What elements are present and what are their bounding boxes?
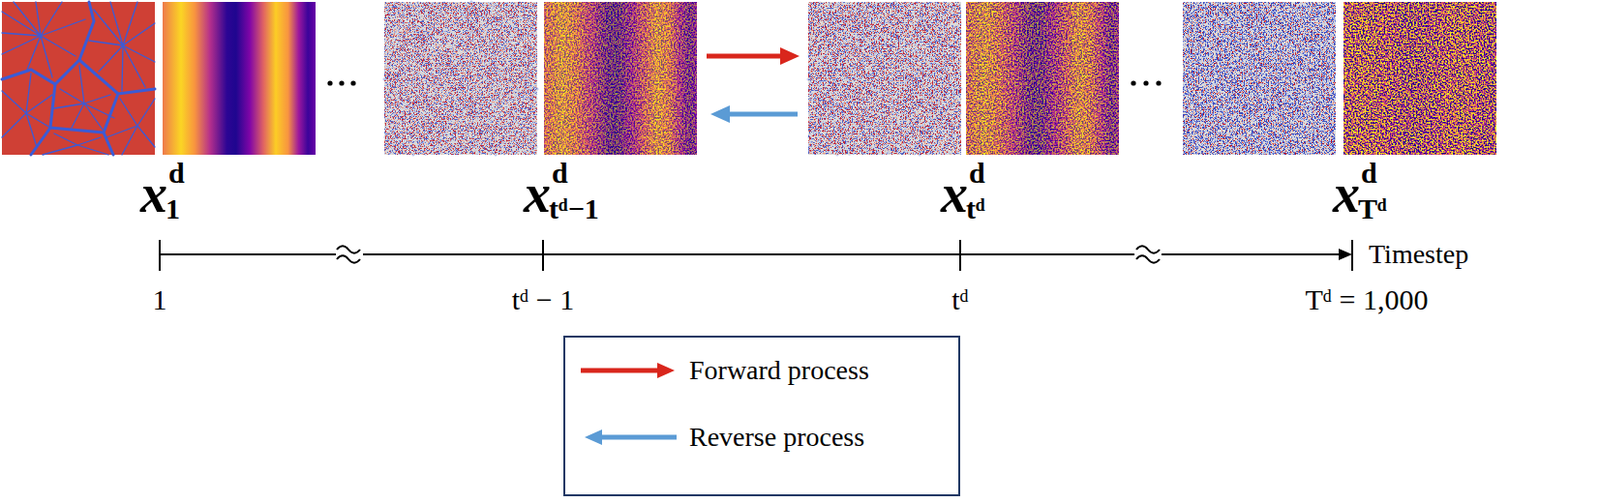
legend-sample bbox=[600, 435, 677, 441]
legend-text: Forward process bbox=[689, 357, 870, 385]
axis-break bbox=[336, 245, 361, 264]
tick-label: Tᵈ = 1,000 bbox=[1304, 285, 1428, 315]
axis-arrowhead bbox=[1338, 248, 1353, 261]
axis-title: Timestep bbox=[1368, 241, 1469, 269]
ellipsis-dots bbox=[1143, 80, 1148, 86]
timeline-axis bbox=[1161, 253, 1342, 256]
subscript: tᵈ bbox=[966, 194, 986, 224]
tick-label: 1 bbox=[152, 285, 168, 315]
legend-sample bbox=[584, 429, 603, 446]
tick-label: tᵈ − 1 bbox=[512, 285, 575, 315]
ellipsis-dots bbox=[338, 80, 344, 86]
forward-arrow bbox=[780, 47, 800, 65]
pure-noise-images bbox=[1182, 1, 1497, 155]
axis-tick bbox=[542, 240, 544, 272]
noisy-pattern-image bbox=[808, 1, 962, 155]
ellipsis-dots bbox=[1130, 80, 1136, 86]
legend-sample bbox=[580, 368, 660, 374]
noisy-pattern-image bbox=[384, 1, 538, 155]
process-arrows bbox=[706, 47, 800, 123]
legend-frame bbox=[564, 336, 960, 496]
legend-text: Reverse process bbox=[689, 423, 865, 452]
noise-layer bbox=[966, 1, 1119, 155]
noisy-field-image bbox=[543, 1, 697, 155]
noise-layer bbox=[384, 1, 538, 155]
clean-sample-images bbox=[1, 1, 316, 155]
axis-tick bbox=[158, 240, 161, 272]
legend-box bbox=[564, 336, 960, 496]
state-symbol: x bbox=[523, 166, 551, 221]
axis-tick bbox=[1351, 240, 1354, 272]
ellipsis-dots bbox=[327, 80, 333, 86]
noise-layer bbox=[543, 1, 697, 155]
noise-field-image bbox=[1343, 1, 1497, 155]
noisy-images-t-minus-1 bbox=[384, 1, 697, 155]
field-image bbox=[162, 1, 316, 155]
axis-tick bbox=[959, 240, 962, 272]
noisy-field-image bbox=[966, 1, 1119, 155]
pattern-image bbox=[1, 1, 155, 155]
superscript: d bbox=[551, 158, 569, 188]
noise-pattern-image bbox=[1182, 1, 1336, 155]
noisy-pattern-image bbox=[808, 1, 962, 155]
reverse-arrow bbox=[727, 112, 798, 118]
forward-arrow bbox=[706, 54, 783, 60]
state-symbol: x bbox=[140, 166, 168, 221]
axis-break bbox=[1136, 245, 1160, 264]
subscript: Tᵈ bbox=[1358, 194, 1388, 224]
legend-sample bbox=[657, 362, 675, 379]
noisy-images-t bbox=[808, 1, 1119, 155]
subscript: tᵈ−1 bbox=[548, 194, 600, 224]
noisy-pattern-image bbox=[384, 1, 538, 155]
superscript: d bbox=[168, 158, 185, 188]
subscript: 1 bbox=[165, 194, 181, 224]
timeline-axis bbox=[159, 240, 1353, 272]
state-symbol: x bbox=[1332, 166, 1360, 221]
superscript: d bbox=[968, 158, 986, 188]
ellipsis-dots bbox=[1155, 80, 1161, 86]
timeline-axis bbox=[362, 253, 1135, 256]
state-symbol: x bbox=[940, 166, 968, 221]
tick-label: tᵈ bbox=[951, 285, 969, 315]
noise-layer bbox=[1343, 1, 1497, 155]
ellipsis-dots bbox=[350, 80, 356, 86]
reverse-arrow bbox=[710, 105, 730, 123]
pattern-image bbox=[1, 1, 155, 155]
noise-layer bbox=[808, 1, 962, 155]
superscript: d bbox=[1360, 158, 1378, 188]
timeline-axis bbox=[159, 253, 336, 256]
